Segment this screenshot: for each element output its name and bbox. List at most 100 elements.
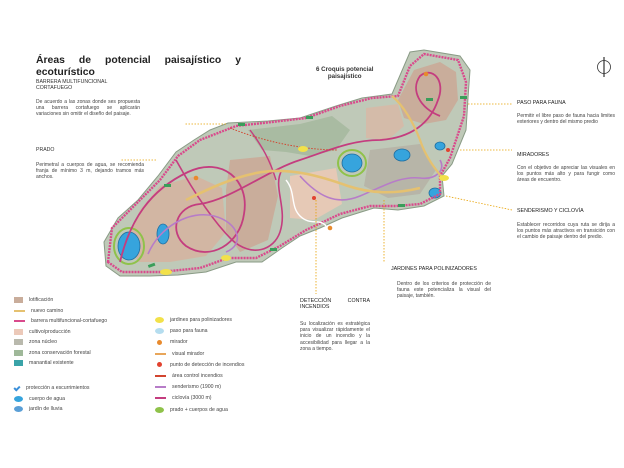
legend-swatch: [155, 375, 166, 377]
jardines-heading: JARDINES PARA POLINIZADORES: [391, 266, 477, 272]
viewpoint: [327, 225, 333, 231]
legend-label: mirador: [170, 339, 188, 346]
fauna-pass: [164, 184, 171, 187]
lot-zone-upper2: [366, 104, 404, 140]
legend-item: zona conservación forestal: [14, 349, 91, 356]
legend-swatch: [155, 352, 166, 355]
fauna-pass: [398, 204, 405, 207]
core-zone: [364, 144, 436, 198]
legend-item: nuevo camino: [14, 308, 63, 314]
hiking-trail: [299, 159, 443, 201]
fauna-pass: [270, 248, 277, 251]
legend-item: cultivo/producción: [14, 328, 71, 335]
legend-label: zona conservación forestal: [29, 349, 91, 356]
legend-swatch: [14, 309, 25, 312]
pollinator-garden: [221, 255, 231, 261]
legend-item: punto de detección de incendios: [155, 362, 244, 368]
legend-label: cultivo/producción: [29, 328, 71, 335]
legend-item: paso para fauna: [155, 328, 208, 335]
hiking-trail: [147, 214, 238, 255]
legend-item: visual mirador: [155, 351, 204, 357]
deteccion-text: Su localización es estratégica para visu…: [300, 321, 370, 352]
fauna-pass: [238, 123, 245, 126]
legend-label: cuerpo de agua: [29, 395, 66, 402]
legend-swatch: [14, 395, 23, 402]
legend-swatch: [155, 386, 166, 389]
legend-label: prado + cuerpos de agua: [170, 406, 228, 413]
legend-item: jardines para polinizadores: [155, 317, 232, 323]
viewpoint: [423, 71, 429, 77]
legend-swatch: [13, 384, 21, 392]
legend-swatch: [157, 362, 162, 368]
bike-route: [119, 71, 442, 263]
meadow: [337, 149, 367, 177]
fire-detection-point: [312, 196, 316, 200]
legend-label: punto de detección de incendios: [170, 361, 245, 368]
hiking-trail: [285, 179, 327, 227]
legend-item: senderismo (1900 m): [155, 384, 221, 390]
title-line1: Áreas de potencial paisajístico y: [36, 55, 241, 66]
water-body: [156, 223, 170, 245]
deteccion-heading-line1: DETECCIÓN CONTRA: [300, 298, 370, 304]
legend-label: ciclovía (3000 m): [172, 395, 212, 402]
lot-zone-upper: [398, 62, 458, 124]
fauna-pass: [147, 262, 156, 268]
new-road: [391, 95, 445, 181]
legend-swatch: [14, 360, 23, 366]
water-body: [434, 141, 446, 151]
legend-item: lotificación: [14, 297, 53, 303]
legend-swatch: [14, 328, 23, 335]
legend-label: jardín de lluvia: [29, 406, 63, 412]
legend-swatch: [155, 317, 164, 323]
legend-swatch: [155, 397, 166, 400]
water-body: [341, 153, 363, 173]
paso-fauna-heading: PASO PARA FAUNA: [517, 100, 566, 106]
legend-swatch: [14, 339, 23, 345]
legend-swatch: [155, 328, 164, 335]
legend-label: manantial existente: [29, 360, 74, 366]
legend-swatch: [14, 406, 23, 412]
barrera-heading: BARRERA MULTIFUNCIONAL CORTAFUEGO: [36, 79, 138, 91]
deteccion-heading-line2: INCENDIOS: [300, 304, 330, 310]
deteccion-heading: DETECCIÓN CONTRA INCENDIOS: [300, 298, 370, 310]
prado-text: Perimetral a cuerpos de agua, se recomie…: [36, 162, 144, 181]
legend-label: jardines para polinizadores: [170, 317, 232, 323]
paso-fauna-text: Permitir el libre paso de fauna hacia li…: [517, 113, 615, 126]
new-road: [185, 169, 421, 202]
legend-item: barrera multifuncional-cortafuego: [14, 318, 107, 324]
pollinator-garden: [439, 175, 449, 181]
legend-item: protección a escurrimientos: [13, 384, 89, 392]
fauna-pass: [306, 116, 313, 119]
miradores-heading: MIRADORES: [517, 152, 550, 158]
legend-item: mirador: [155, 339, 188, 345]
bike-route: [175, 159, 284, 251]
miradores-text: Con el objetivo de apreciar las visuales…: [517, 165, 615, 184]
viewpoint: [193, 175, 199, 181]
legend-item: manantial existente: [14, 360, 74, 366]
sketch-title-line2: paisajístico: [327, 73, 362, 80]
legend-swatch: [14, 297, 23, 303]
legend-swatch: [14, 320, 25, 322]
legend-item: ciclovía (3000 m): [155, 395, 212, 401]
forest-zone: [248, 116, 350, 156]
pollinator-garden: [298, 146, 308, 152]
legend-label: visual mirador: [172, 350, 205, 357]
legend-label: senderismo (1900 m): [172, 384, 222, 391]
legend-item: zona núcleo: [14, 339, 57, 345]
senderismo-text: Establecer recorridos cuya ruta se dirij…: [517, 222, 615, 241]
barrera-text: De acuerdo a las zonas donde ses propues…: [36, 99, 140, 118]
sketch-title: 6 Croquis potencial paisajístico: [316, 66, 373, 80]
legend-swatch: [155, 406, 164, 413]
prado-heading: PRADO: [36, 147, 55, 153]
meadow: [113, 227, 145, 265]
fauna-pass: [460, 96, 467, 99]
water-body: [393, 148, 411, 162]
legend-swatch: [14, 349, 23, 356]
legend-label: lotificación: [29, 297, 54, 303]
senderismo-heading: SENDERISMO Y CICLOVÍA: [517, 208, 584, 214]
legend-label: área control incendios: [172, 373, 223, 379]
page-title: Áreas de potencial paisajístico y ecotur…: [36, 55, 241, 79]
barrera-heading-line2: CORTAFUEGO: [36, 85, 73, 91]
legend-swatch: [157, 339, 162, 345]
